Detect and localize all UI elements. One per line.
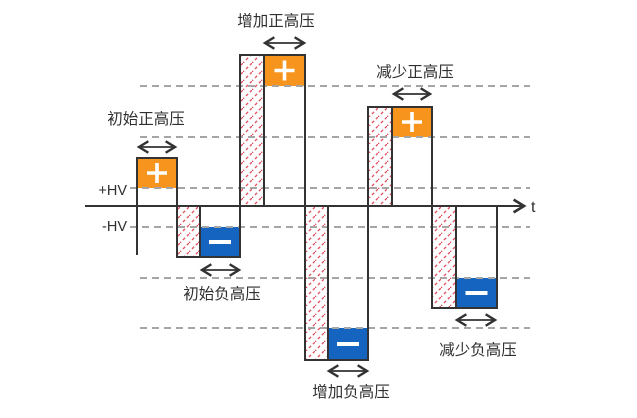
range-arrows xyxy=(136,36,498,378)
label-increase-positive: 增加正高压 xyxy=(237,12,315,30)
label-initial-negative: 初始负高压 xyxy=(183,285,261,303)
time-axis-label: t xyxy=(531,199,536,216)
hatch-decrease-positive xyxy=(368,107,392,206)
transition-hatch-bars xyxy=(177,55,456,360)
hatch-increase-positive xyxy=(240,55,264,206)
label-decrease-negative: 减少负高压 xyxy=(439,341,517,359)
pulse-bodies xyxy=(137,55,497,360)
hatch-initial-negative xyxy=(177,206,200,257)
label-increase-negative: 增加负高压 xyxy=(312,383,390,401)
pulse-labels: 初始正高压 增加正高压 减少正高压 初始负高压 增加负高压 减少负高压 xyxy=(107,12,517,401)
neg-hv-label: -HV xyxy=(102,219,127,235)
time-axis: t +HV -HV xyxy=(85,183,536,235)
plus-icon xyxy=(274,60,295,81)
plus-icon xyxy=(402,112,422,132)
pos-hv-label: +HV xyxy=(98,183,127,199)
plus-icon xyxy=(147,163,167,183)
polarity-icons xyxy=(147,60,488,346)
reference-gridlines xyxy=(130,85,530,329)
hatch-increase-negative xyxy=(305,206,328,360)
label-initial-positive: 初始正高压 xyxy=(107,110,185,128)
hatch-decrease-negative xyxy=(432,206,456,308)
label-decrease-positive: 减少正高压 xyxy=(376,63,454,81)
